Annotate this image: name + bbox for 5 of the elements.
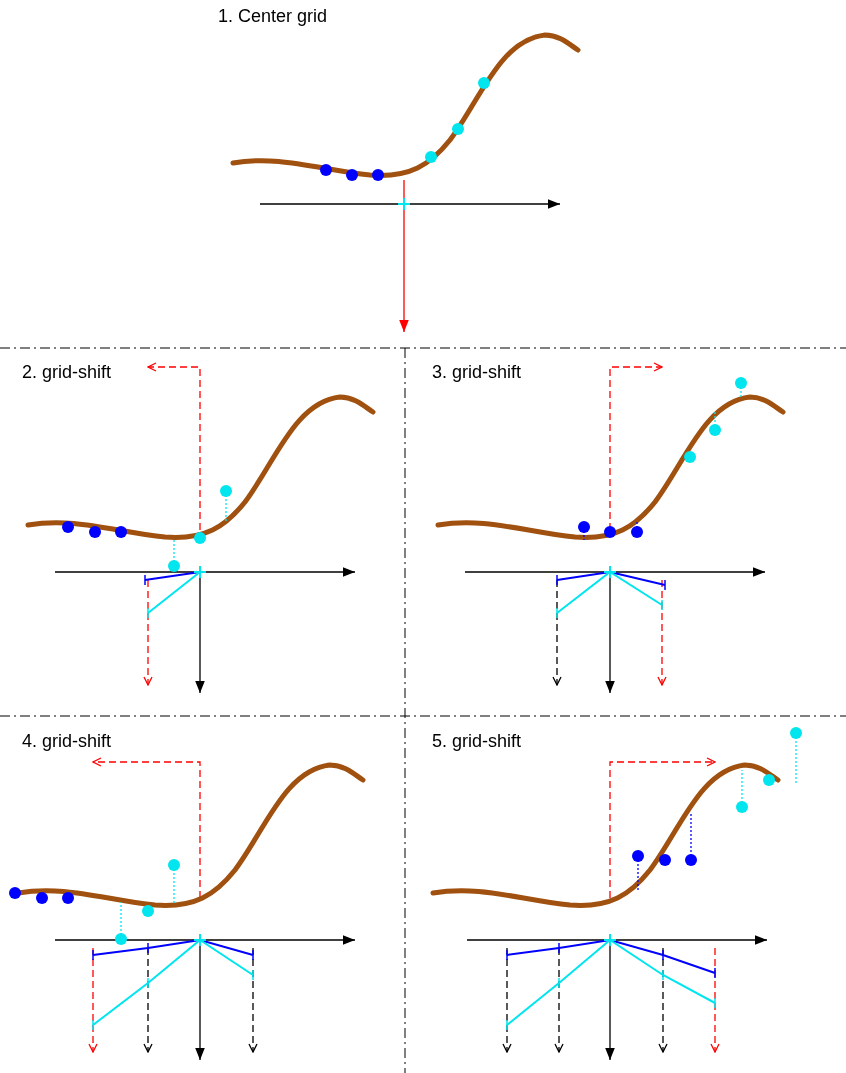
panel-title: 1. Center grid	[218, 6, 328, 27]
panel-title: 2. grid-shift	[22, 362, 112, 383]
panel-title: 3. grid-shift	[432, 362, 522, 383]
panel-title: 5. grid-shift	[432, 731, 522, 752]
panel-title: 4. grid-shift	[22, 731, 112, 752]
